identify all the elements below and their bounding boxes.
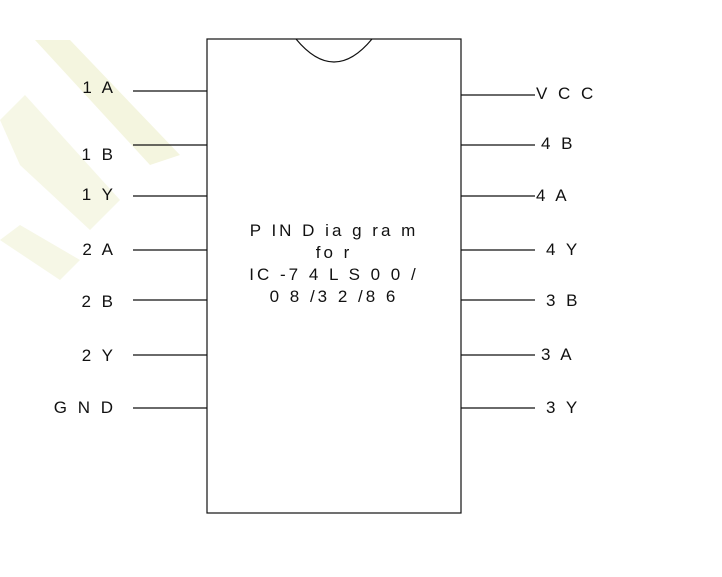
watermark-shape-top bbox=[35, 40, 180, 165]
pin-label-3b: 3 B bbox=[546, 291, 581, 310]
pin-label-3a: 3 A bbox=[541, 345, 575, 364]
watermark-shape-bottom bbox=[0, 225, 80, 280]
ic-body bbox=[206, 38, 462, 514]
ic-notch bbox=[295, 38, 373, 63]
chip-title-line-3: IC -7 4 L S 0 0 / bbox=[249, 265, 419, 284]
pin-label-1y: 1 Y bbox=[81, 185, 116, 204]
chip-title-line-4: 0 8 /3 2 /8 6 bbox=[269, 287, 399, 306]
pin-label-4y: 4 Y bbox=[546, 240, 581, 259]
pin-label-vcc: V C C bbox=[536, 84, 597, 103]
pin-label-3y: 3 Y bbox=[546, 398, 581, 417]
pin-label-4a: 4 A bbox=[536, 186, 570, 205]
pin-label-1b: 1 B bbox=[81, 145, 116, 164]
pin-label-2b: 2 B bbox=[81, 292, 116, 311]
chip-title-line-1: P IN D ia g ra m bbox=[249, 221, 419, 240]
pin-label-1a: 1 A bbox=[82, 78, 116, 97]
pin-label-2y: 2 Y bbox=[81, 346, 116, 365]
pin-label-gnd: G N D bbox=[53, 398, 116, 417]
pin-label-4b: 4 B bbox=[541, 134, 576, 153]
watermark-shape-left bbox=[0, 95, 120, 230]
chip-title: P IN D ia g ra m fo r IC -7 4 L S 0 0 / … bbox=[207, 220, 461, 308]
chip-title-line-2: fo r bbox=[315, 243, 353, 262]
pin-label-2a: 2 A bbox=[82, 240, 116, 259]
